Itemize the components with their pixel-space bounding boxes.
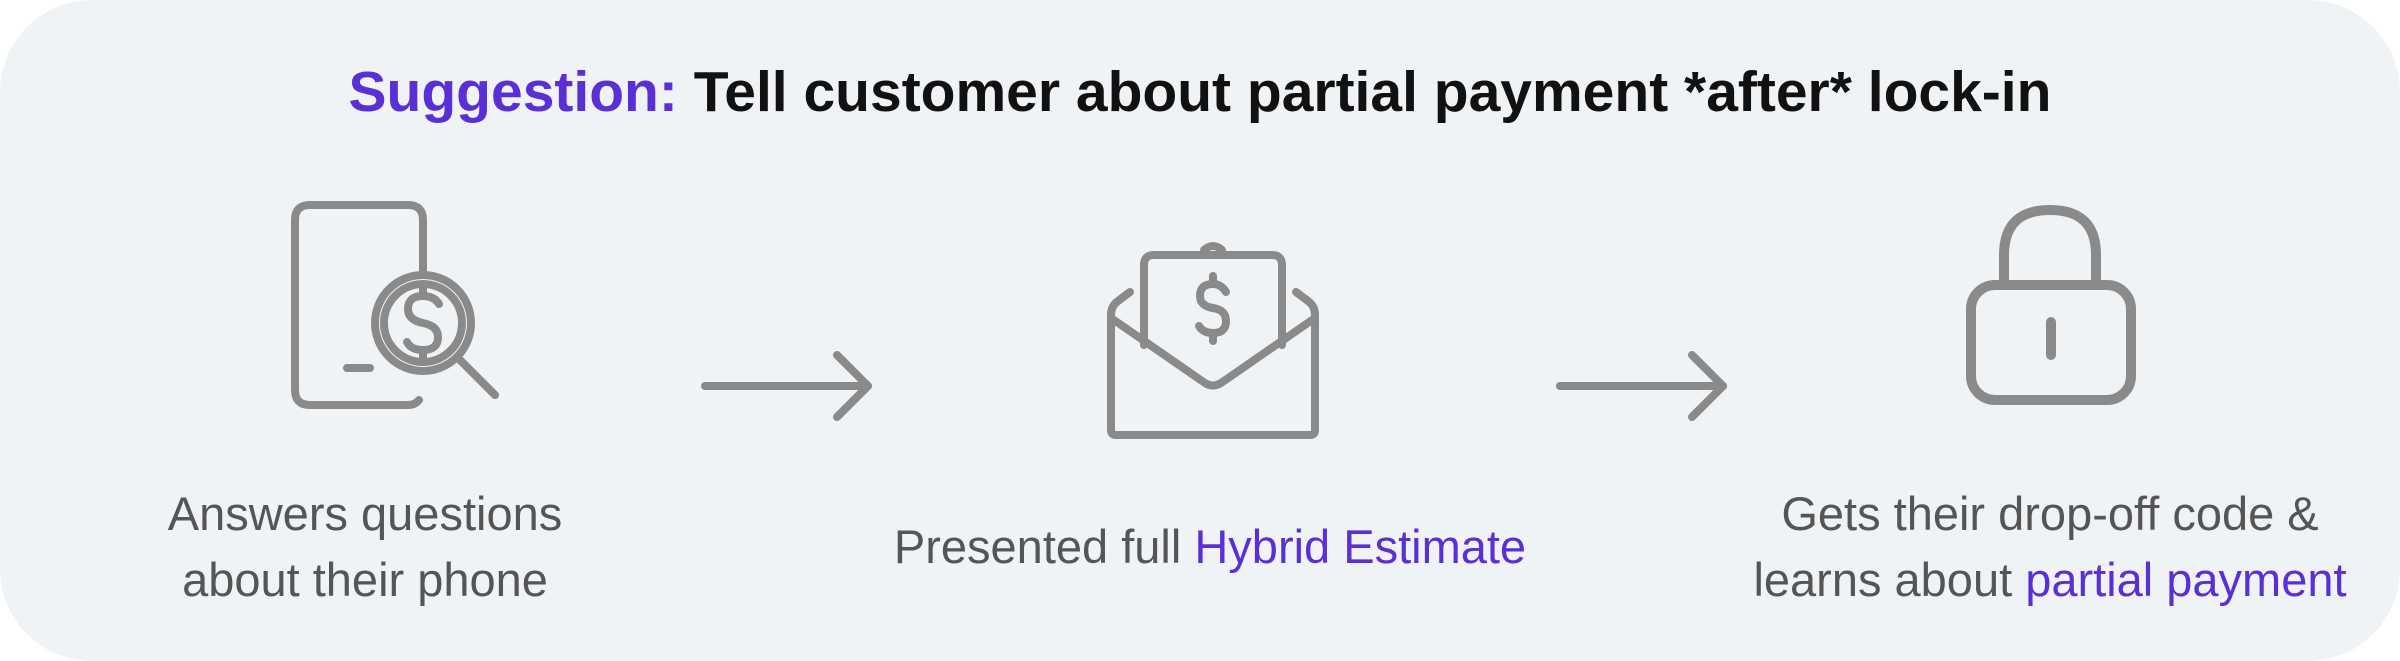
lock-icon <box>1966 205 2136 405</box>
suggestion-prefix: Suggestion: <box>348 60 678 124</box>
step-3-line-2: learns about partial payment <box>1700 547 2400 613</box>
step-1-label: Answers questions about their phone <box>80 481 650 613</box>
step-3-label: Gets their drop-off code & learns about … <box>1700 481 2400 613</box>
step-3-line-1: Gets their drop-off code & <box>1781 487 2319 540</box>
suggestion-title: Suggestion: Tell customer about partial … <box>0 52 2400 132</box>
step-2-text: Presented full <box>893 520 1195 573</box>
suggestion-text: Tell customer about partial payment *aft… <box>693 60 2052 124</box>
step-2-label: Presented full Hybrid Estimate <box>840 514 1580 580</box>
step-1-line-2: about their phone <box>182 553 548 606</box>
arrow-right-icon <box>1555 350 1730 445</box>
step-1-line-1: Answers questions <box>167 487 563 540</box>
step-2-accent: Hybrid Estimate <box>1194 520 1527 573</box>
step-3-line-2-text: learns about <box>1753 553 2026 606</box>
step-3-line-2-accent: partial payment <box>2025 553 2347 606</box>
envelope-dollar-icon <box>1107 240 1323 440</box>
arrow-right-icon <box>700 350 875 445</box>
phone-search-dollar-icon <box>290 200 510 410</box>
